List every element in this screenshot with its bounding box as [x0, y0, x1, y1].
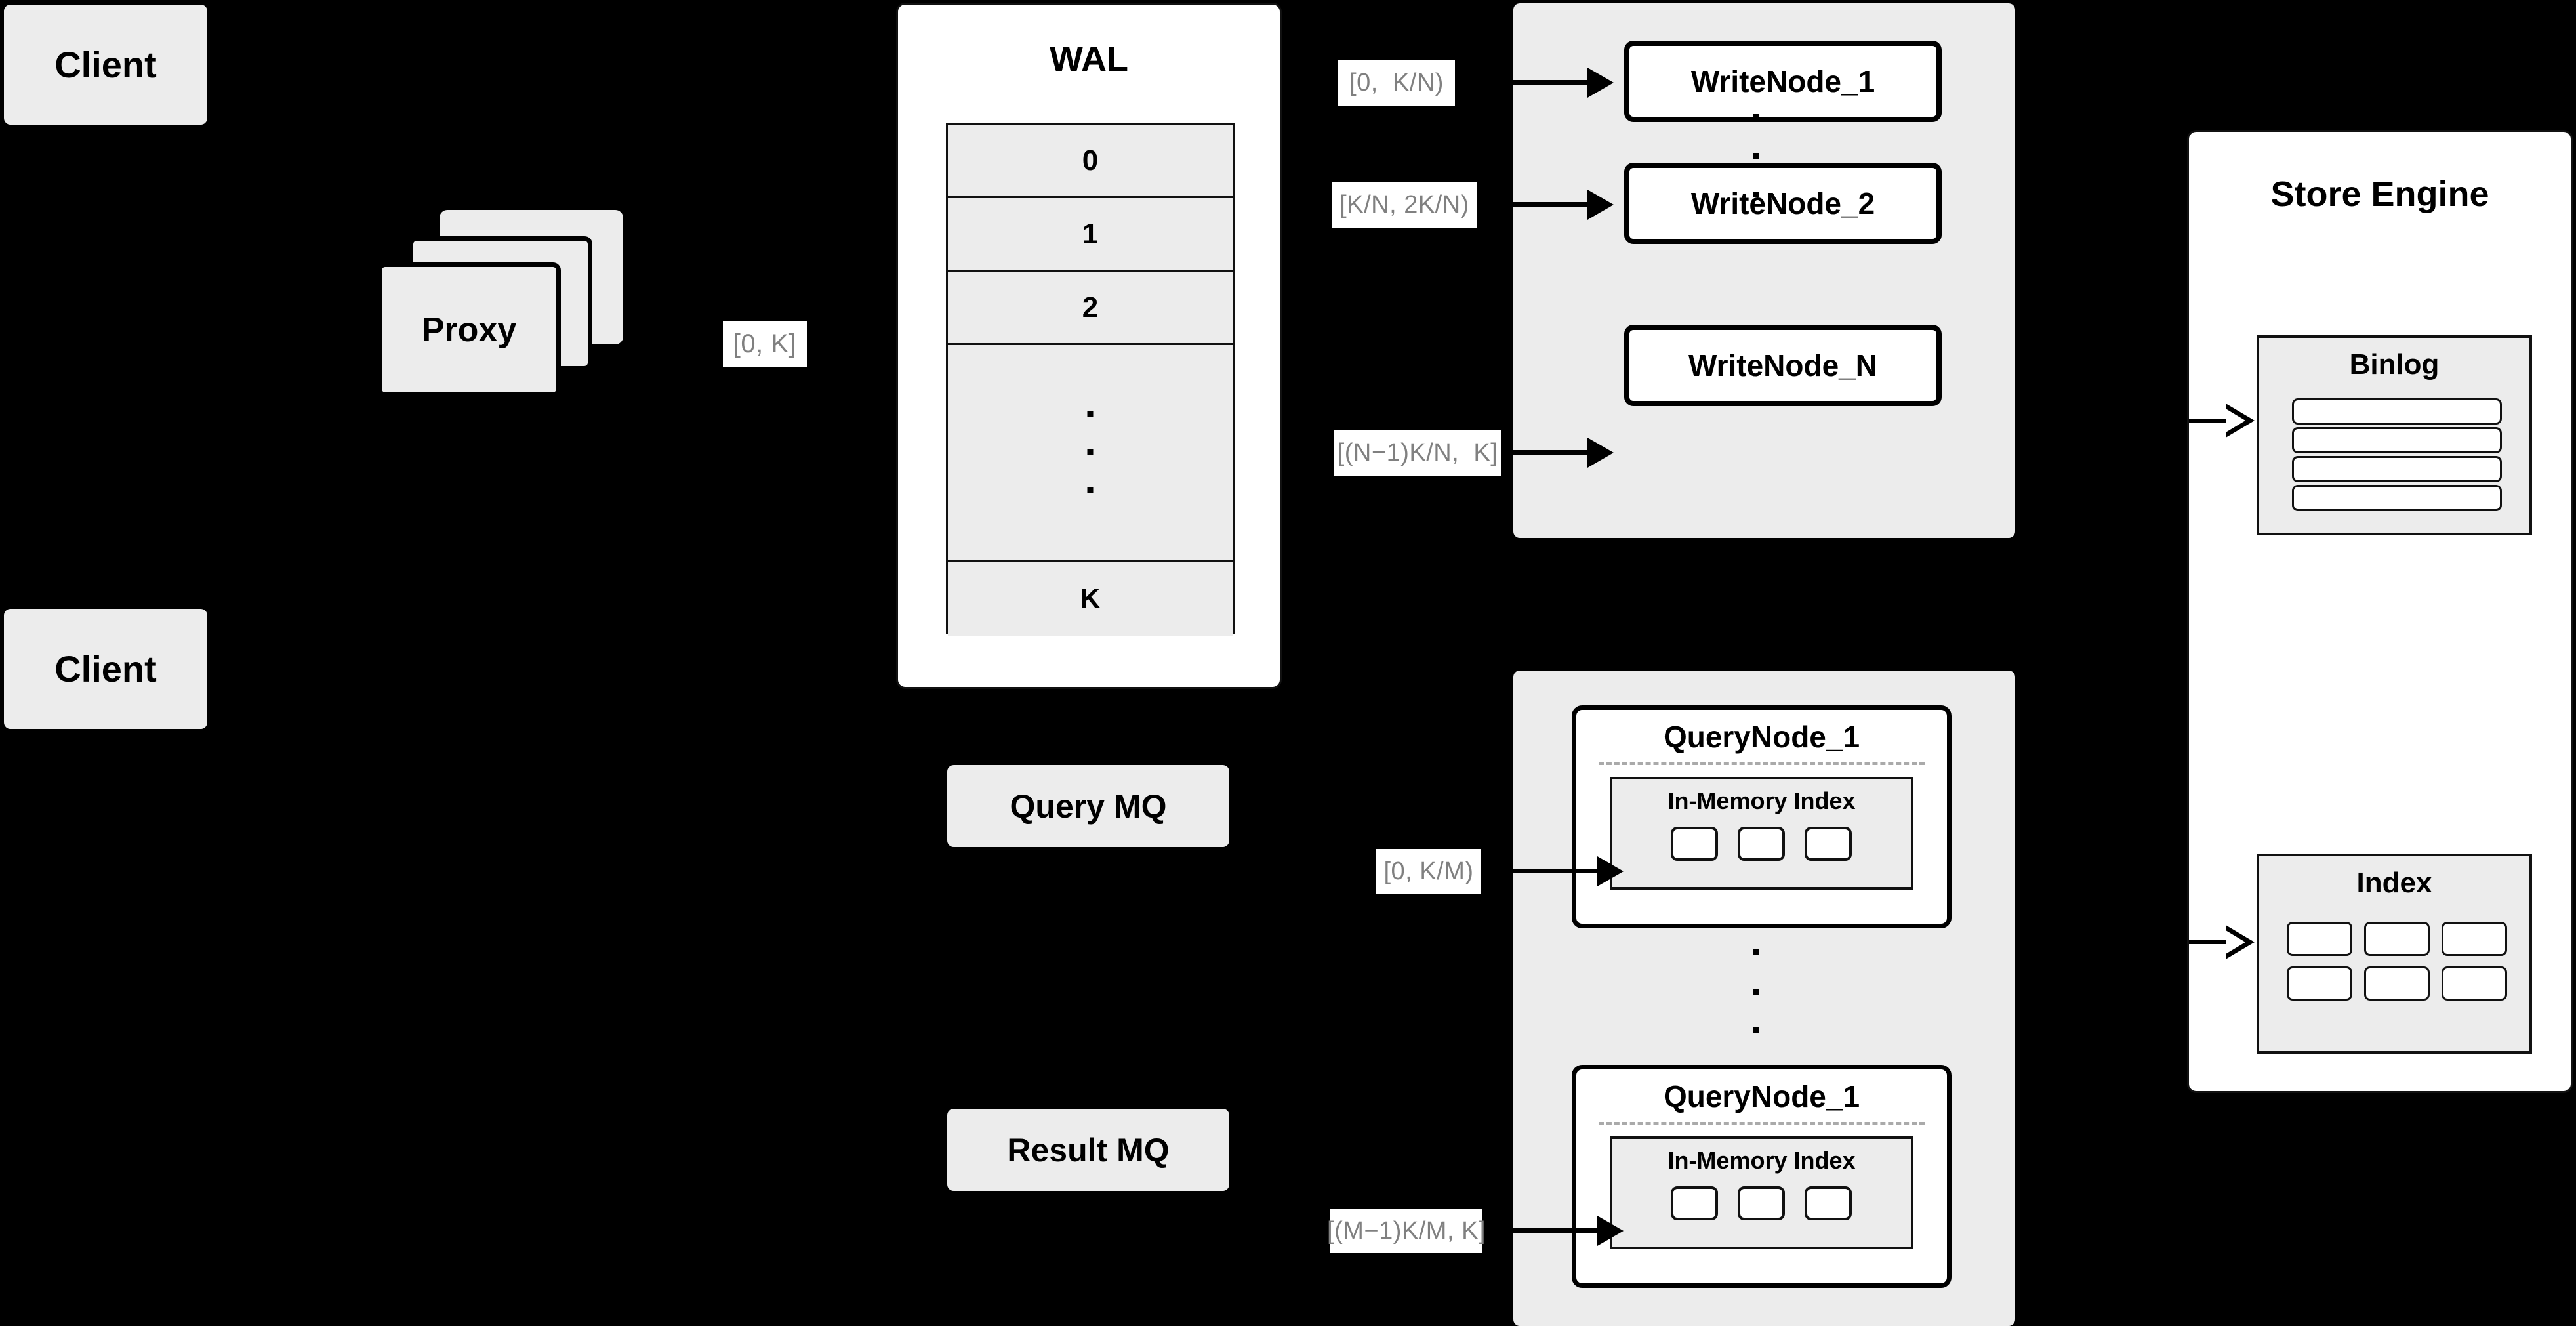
binlog-slot-list [2292, 398, 2502, 511]
index-slot[interactable] [1738, 827, 1786, 861]
index-slot[interactable] [1738, 1186, 1786, 1220]
index-slot-grid [2287, 922, 2507, 1001]
query-node-m[interactable]: QueryNode_1 In-Memory Index [1572, 1065, 1952, 1288]
result-mq-box[interactable]: Result MQ [947, 1109, 1229, 1191]
arrow-head-query-m [1597, 1216, 1624, 1246]
index-title: Index [2356, 867, 2432, 899]
write-node-n[interactable]: WriteNode_N [1624, 325, 1942, 406]
query-node-1-in-memory-index: In-Memory Index [1609, 777, 1914, 890]
write-node-1[interactable]: WriteNode_1 [1624, 41, 1942, 122]
query-cluster-vertical-ellipsis-icon [1753, 949, 1759, 1033]
query-node-cluster: QueryNode_1 In-Memory Index QueryNode_1 … [1513, 671, 2015, 1326]
query-node-m-in-memory-index: In-Memory Index [1609, 1136, 1914, 1249]
write-cluster-vertical-ellipsis-icon [1753, 114, 1759, 197]
arrow-head-write-n [1587, 438, 1614, 468]
query-mq-label: Query MQ [1010, 787, 1167, 825]
arrow-line-write-1 [1456, 80, 1587, 85]
wal-entry-0[interactable]: 0 [948, 125, 1233, 198]
client-label-1: Client [54, 44, 157, 85]
result-mq-label: Result MQ [1007, 1131, 1170, 1169]
proxy-label: Proxy [421, 310, 517, 349]
arrow-head-to-index [2226, 925, 2255, 959]
arrow-head-write-2 [1587, 190, 1614, 220]
binlog-title: Binlog [2349, 348, 2440, 381]
arrow-head-write-1 [1587, 68, 1614, 98]
query-node-1-divider [1598, 762, 1925, 765]
proxy-stack[interactable]: Proxy [377, 210, 685, 433]
query-node-1-index-slots [1612, 827, 1911, 861]
arrow-line-to-binlog [2189, 419, 2226, 423]
arrow-head-to-binlog [2226, 404, 2255, 438]
query-mq-box[interactable]: Query MQ [947, 765, 1229, 847]
wal-entry-2[interactable]: 2 [948, 272, 1233, 345]
index-slot[interactable] [1805, 1186, 1852, 1220]
index-slot[interactable] [2287, 966, 2352, 1001]
client-box-2[interactable]: Client [4, 609, 207, 729]
wal-entry-ellipsis [948, 345, 1233, 562]
index-slot[interactable] [2287, 922, 2352, 956]
index-section: Index [2257, 854, 2532, 1054]
index-slot[interactable] [2442, 966, 2507, 1001]
index-slot[interactable] [1805, 827, 1852, 861]
wal-title: WAL [1050, 39, 1128, 79]
wal-panel: WAL 0 1 2 K [896, 3, 1282, 689]
index-slot[interactable] [1671, 1186, 1719, 1220]
client-box-1[interactable]: Client [4, 5, 207, 125]
proxy-box[interactable]: Proxy [377, 262, 561, 397]
range-label-query-m: [(M−1)K/M, K] [1327, 1209, 1485, 1253]
index-slot[interactable] [2364, 966, 2430, 1001]
range-label-proxy-to-wal: [0, K] [723, 321, 807, 367]
range-label-write-n: [(N−1)K/N, K] [1334, 430, 1501, 476]
write-node-cluster: WriteNode_1 WriteNode_2 WriteNode_N [1513, 3, 2015, 538]
binlog-slot[interactable] [2292, 427, 2502, 453]
write-node-2[interactable]: WriteNode_2 [1624, 163, 1942, 244]
range-label-query-1: [0, K/M) [1376, 849, 1481, 894]
arrow-line-query-1 [1482, 869, 1597, 873]
range-label-write-1: [0, K/N) [1338, 60, 1455, 106]
store-engine-panel: Store Engine Binlog Index [2187, 130, 2573, 1093]
index-slot[interactable] [2442, 922, 2507, 956]
wal-vertical-ellipsis-icon [1087, 411, 1094, 493]
binlog-slot[interactable] [2292, 456, 2502, 482]
index-slot[interactable] [1671, 827, 1719, 861]
index-slot[interactable] [2364, 922, 2430, 956]
query-node-m-index-slots [1612, 1186, 1911, 1220]
arrow-line-to-index [2189, 940, 2226, 944]
binlog-slot[interactable] [2292, 398, 2502, 425]
arrow-line-query-m [1484, 1228, 1597, 1233]
query-node-1-title: QueryNode_1 [1663, 720, 1860, 754]
query-node-1-index-title: In-Memory Index [1667, 787, 1856, 814]
query-node-m-index-title: In-Memory Index [1667, 1147, 1856, 1174]
query-node-m-title: QueryNode_1 [1663, 1079, 1860, 1113]
store-engine-title: Store Engine [2270, 175, 2489, 214]
query-node-1[interactable]: QueryNode_1 In-Memory Index [1572, 705, 1952, 928]
wal-entry-1[interactable]: 1 [948, 198, 1233, 272]
wal-entry-k[interactable]: K [948, 562, 1233, 636]
arrow-head-query-1 [1597, 856, 1624, 886]
arrow-line-write-n [1502, 450, 1587, 455]
binlog-section: Binlog [2257, 335, 2532, 535]
client-label-2: Client [54, 648, 157, 690]
range-label-write-2: [K/N, 2K/N) [1332, 182, 1477, 228]
query-node-m-divider [1598, 1122, 1925, 1125]
binlog-slot[interactable] [2292, 485, 2502, 511]
wal-entry-table: 0 1 2 K [946, 123, 1235, 636]
arrow-line-write-2 [1479, 202, 1587, 207]
